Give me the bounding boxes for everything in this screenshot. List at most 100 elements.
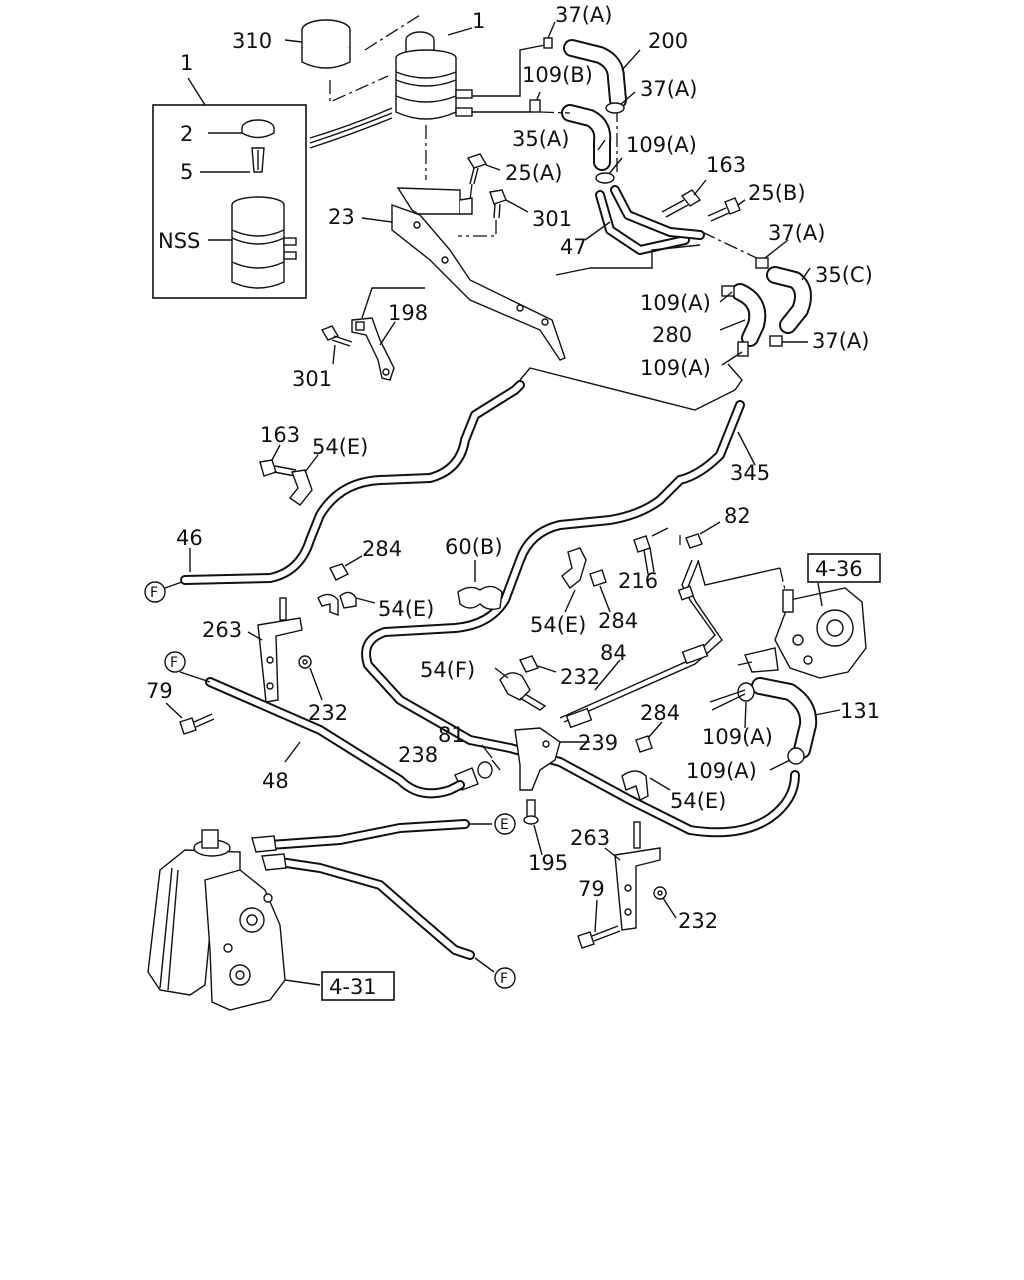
callout-280: 280	[652, 323, 692, 347]
connector-e-label: E	[500, 817, 509, 833]
connector-e-gear: E	[494, 813, 516, 835]
bolt-79-left	[179, 713, 215, 735]
callout-81: 81	[438, 723, 465, 747]
steering-gear-box	[147, 829, 286, 1011]
clamp-54e-center	[561, 547, 607, 590]
callout-35a: 35(A)	[512, 127, 569, 151]
callout-1-kit: 1	[180, 51, 193, 75]
callout-2: 2	[180, 122, 193, 146]
callout-239: 239	[578, 731, 618, 755]
bracket-263-right	[614, 821, 661, 931]
callout-284-left: 284	[362, 537, 402, 561]
clamp-60b	[457, 585, 503, 611]
callout-232-center: 232	[560, 665, 600, 689]
callout-109a-1: 109(A)	[626, 133, 697, 157]
connector-f-label-2: F	[170, 655, 178, 671]
callout-37a-2: 37(A)	[640, 77, 697, 101]
bolt-216	[633, 535, 655, 575]
hose-280	[731, 283, 767, 347]
clamp-54e-right	[621, 735, 653, 802]
connector-f-gear: F	[494, 967, 516, 989]
bracket-198	[351, 317, 395, 381]
bolt-25b	[707, 197, 741, 222]
pipe-84	[559, 559, 723, 729]
pipe-48	[205, 677, 465, 799]
callout-54e-3: 54(E)	[530, 613, 586, 637]
callout-163-top: 163	[706, 153, 746, 177]
pipe-gear-f	[275, 857, 475, 960]
bolt-195	[523, 799, 539, 825]
bolt-301-top	[489, 189, 507, 219]
reservoir-1	[395, 27, 473, 120]
connector-f-left-pipe48: F	[164, 651, 186, 673]
callout-109a-2: 109(A)	[640, 291, 711, 315]
pipe-gear-e	[265, 819, 470, 850]
callout-23: 23	[328, 205, 355, 229]
connector-f-label-1: F	[150, 585, 158, 601]
callout-5: 5	[180, 160, 193, 184]
callout-345: 345	[730, 461, 770, 485]
callout-238: 238	[398, 743, 438, 767]
callout-109a-4: 109(A)	[702, 725, 773, 749]
callout-60b: 60(B)	[445, 535, 503, 559]
pipe-47	[595, 185, 705, 255]
reference-box-4-31[interactable]: 4-31	[321, 971, 395, 1001]
clamp-54f	[499, 655, 547, 711]
callout-37a-1: 37(A)	[555, 3, 612, 27]
hose-35c	[766, 266, 813, 334]
callout-195: 195	[528, 851, 568, 875]
callout-131: 131	[840, 699, 880, 723]
clamps-top	[529, 37, 625, 184]
bolt-79-right	[577, 925, 621, 949]
callout-200: 200	[648, 29, 688, 53]
callout-79-right: 79	[578, 877, 605, 901]
power-steering-pump	[737, 587, 867, 679]
reference-4-36-label: 4-36	[815, 557, 863, 581]
clamp-54e-left	[317, 563, 357, 617]
callout-54e-2: 54(E)	[378, 597, 434, 621]
nut-82	[685, 533, 703, 549]
bracket-239	[514, 727, 561, 791]
callout-54f: 54(F)	[420, 658, 475, 682]
reference-box-4-36[interactable]: 4-36	[807, 553, 881, 583]
callout-79-left: 79	[146, 679, 173, 703]
washer-232-left	[298, 655, 312, 669]
callout-198: 198	[388, 301, 428, 325]
clamp-54e-mid	[288, 469, 313, 506]
hose-35a	[561, 104, 612, 171]
callout-37a-3: 37(A)	[768, 221, 825, 245]
callout-47: 47	[560, 235, 587, 259]
callout-54e-4: 54(E)	[670, 789, 726, 813]
callout-109a-5: 109(A)	[686, 759, 757, 783]
callout-nss: NSS	[158, 229, 200, 253]
connector-f-label-3: F	[500, 971, 508, 987]
callout-35c: 35(C)	[815, 263, 873, 287]
bracket-263-left	[257, 617, 303, 703]
bolt-301-bottom	[320, 325, 353, 347]
bolt-163-mid	[259, 459, 297, 477]
callout-232-right: 232	[678, 909, 718, 933]
hose-131	[751, 677, 818, 759]
callout-46: 46	[176, 526, 203, 550]
callout-263-right: 263	[570, 826, 610, 850]
bolt-163-top	[661, 189, 702, 218]
bolt-25a	[466, 153, 488, 185]
callout-216: 216	[618, 569, 658, 593]
callout-25a: 25(A)	[505, 161, 562, 185]
callout-163-mid: 163	[260, 423, 300, 447]
callout-1-reservoir: 1	[472, 9, 485, 33]
bracket-23	[391, 187, 566, 361]
pipe-345	[361, 400, 800, 838]
callout-284-right: 284	[640, 701, 680, 725]
callout-301-top: 301	[532, 207, 572, 231]
clamps-right	[721, 257, 783, 357]
washer-232-right	[653, 886, 667, 900]
callout-25b: 25(B)	[748, 181, 806, 205]
pipe-46	[180, 380, 525, 585]
callout-301-bottom: 301	[292, 367, 332, 391]
callout-109a-3: 109(A)	[640, 356, 711, 380]
bolt-263-left	[279, 597, 287, 621]
callout-232-left: 232	[308, 701, 348, 725]
callout-48: 48	[262, 769, 289, 793]
